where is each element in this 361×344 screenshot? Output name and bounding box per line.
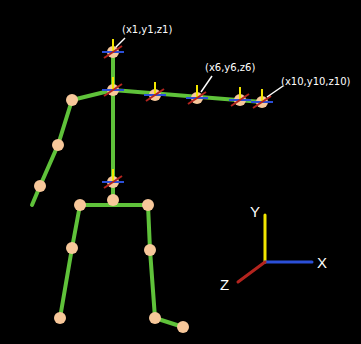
joint-axis-marker [112, 169, 114, 182]
joint-axis-marker [104, 176, 122, 188]
joint-axis-marker [231, 94, 249, 106]
joint-axis-marker [112, 77, 114, 90]
coordinate-label: (x6,y6,z6) [205, 63, 255, 73]
coordinate-label: (x1,y1,z1) [122, 25, 172, 35]
joint-axis-marker [239, 87, 241, 100]
joint-axis-marker [146, 89, 164, 101]
joint-axis-marker [104, 84, 122, 96]
joint-axis-marker [112, 39, 114, 52]
joint-axis-marker [261, 89, 263, 102]
axis-label: Y [250, 204, 260, 219]
coordinate-label: (x10,y10,z10) [281, 77, 350, 87]
axis-label: X [317, 255, 327, 270]
joint-axis-marker [196, 85, 198, 98]
joint-axis-marker [188, 92, 206, 104]
joint-axis-marker [104, 46, 122, 58]
axis-label: Z [220, 277, 229, 292]
joint-axis-marker [253, 96, 271, 108]
joint-axis-marker [154, 82, 156, 95]
